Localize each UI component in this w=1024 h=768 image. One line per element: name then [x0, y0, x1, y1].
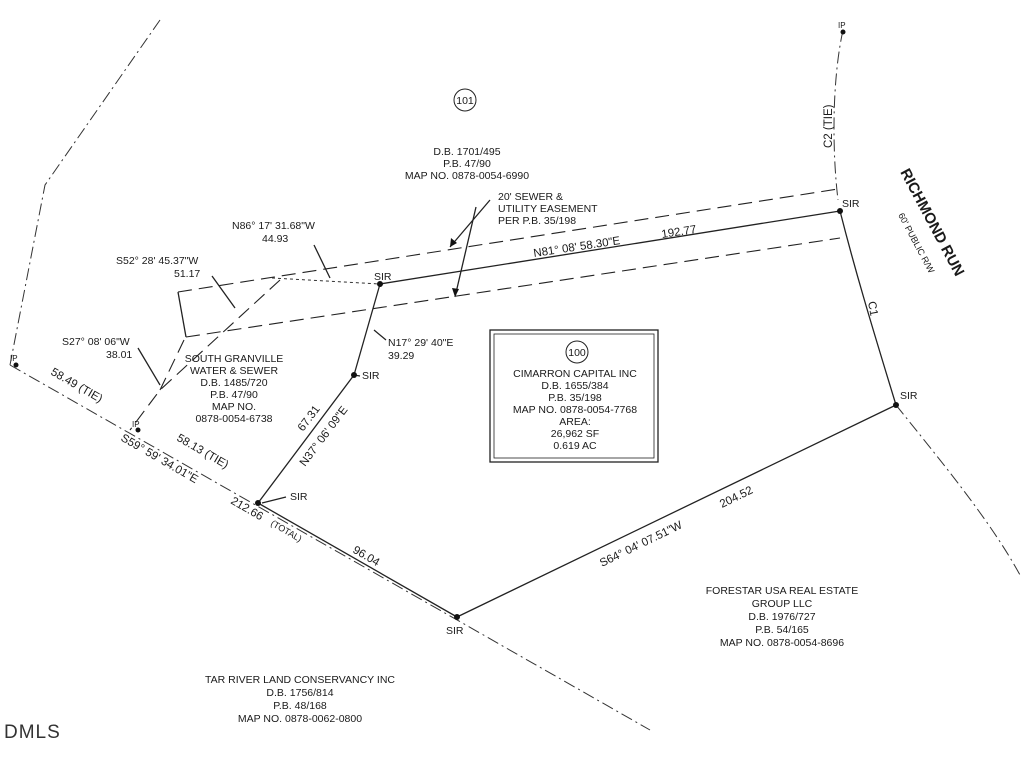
parcel-100-map: MAP NO. 0878-0054-7768 — [513, 404, 637, 416]
west-lower-adjoiner-line — [9, 364, 651, 731]
south-granville-pb: P.B. 47/90 — [210, 389, 258, 401]
ip-label: IP — [10, 354, 18, 363]
curve-c2-label: C2 (TIE) — [823, 104, 835, 148]
sir-marker — [893, 402, 899, 408]
leader-n86 — [313, 244, 331, 279]
west-upper-distance: 39.29 — [388, 350, 414, 362]
forestar-db: D.B. 1976/727 — [748, 611, 815, 623]
sir-label: SIR — [842, 198, 860, 210]
forestar-map: MAP NO. 0878-0054-8696 — [720, 637, 844, 649]
sir-label: SIR — [362, 370, 380, 382]
south-granville-db: D.B. 1485/720 — [200, 377, 267, 389]
sir-marker — [837, 208, 843, 214]
s52-line — [129, 279, 281, 431]
arrow-head-1 — [450, 238, 457, 247]
s52-bearing: S52° 28' 45.37"W — [116, 255, 198, 267]
parcel-100-circle — [565, 340, 589, 364]
west-upper-bearing: N17° 29' 40"E — [388, 337, 453, 349]
south-granville-map1: MAP NO. — [212, 401, 256, 413]
curve-c1-label: C1 — [865, 300, 879, 317]
easement-line1: 20' SEWER & — [498, 191, 563, 203]
parcel-101-map: MAP NO. 0878-0054-6990 — [405, 170, 529, 182]
s27-line — [159, 339, 185, 391]
south-granville-map2: 0878-0054-6738 — [195, 413, 272, 425]
south-total-distance: 212.66 — [229, 495, 265, 523]
leader-s52 — [211, 275, 236, 309]
sir-label: SIR — [290, 491, 308, 503]
sir-marker — [377, 281, 383, 287]
parcel-100-owner: CIMARRON CAPITAL INC — [513, 368, 637, 380]
parcel-101-circle — [453, 88, 477, 112]
parcel-100-area-ac: 0.619 AC — [553, 440, 597, 452]
tar-river-map: MAP NO. 0878-0062-0800 — [238, 713, 362, 725]
ip-label: IP — [132, 420, 140, 429]
ip-marker — [840, 29, 846, 35]
c2-tie-line — [833, 29, 844, 201]
forestar-pb: P.B. 54/165 — [755, 624, 809, 636]
leader-s27 — [137, 347, 161, 386]
west-adjoiner-line — [9, 19, 161, 366]
ip-label: IP — [838, 21, 846, 30]
west-lower-distance: 67.31 — [296, 404, 323, 434]
parcel-101-number: 101 — [456, 95, 474, 107]
easement-west-end — [177, 291, 187, 338]
arrow-head-2 — [452, 288, 459, 297]
east-curve-c1 — [839, 210, 897, 406]
parcel-100-box-inner — [493, 333, 655, 459]
south-granville-line2: WATER & SEWER — [190, 365, 279, 377]
n86-bearing: N86° 17' 31.68"W — [232, 220, 315, 232]
parcel-100-area-label: AREA: — [559, 416, 591, 428]
tar-river-db: D.B. 1756/814 — [266, 687, 333, 699]
south-boundary — [257, 502, 458, 618]
ip-marker — [135, 427, 141, 433]
forestar-line2: GROUP LLC — [752, 598, 813, 610]
sir-label: SIR — [374, 271, 392, 283]
easement-line2: UTILITY EASEMENT — [498, 203, 598, 215]
s27-distance: 38.01 — [106, 349, 132, 361]
easement-upper-line — [177, 188, 839, 293]
sir-marker — [351, 372, 357, 378]
s27-bearing: S27° 08' 06"W — [62, 336, 130, 348]
west-lower-boundary — [257, 374, 355, 504]
dmls-watermark: DMLS — [4, 722, 61, 743]
east-bearing: S64° 04' 07.51"W — [598, 519, 684, 569]
easement-leader-2 — [454, 206, 477, 298]
parcel-101-pb: P.B. 47/90 — [443, 158, 491, 170]
forestar-line1: FORESTAR USA REAL ESTATE — [706, 585, 858, 597]
tar-river-pb: P.B. 48/168 — [273, 700, 327, 712]
parcel-101-db: D.B. 1701/495 — [433, 146, 500, 158]
parcel-100-pb: P.B. 35/198 — [548, 392, 602, 404]
north-boundary — [379, 210, 841, 285]
easement-line3: PER P.B. 35/198 — [498, 215, 576, 227]
easement-lower-line — [185, 237, 841, 338]
north-distance: 192.77 — [661, 224, 698, 241]
east-adjoiner-line — [895, 404, 1021, 576]
sir-label: SIR — [900, 390, 918, 402]
west-upper-boundary — [353, 283, 381, 376]
ip-marker — [13, 362, 19, 368]
southeast-boundary — [456, 404, 897, 618]
tie-58-49: 58.49 (TIE) — [49, 366, 105, 405]
sir-label: SIR — [446, 625, 464, 637]
easement-leader-1 — [449, 199, 491, 248]
south-total-note: (TOTAL) — [269, 518, 304, 544]
sir-marker — [454, 614, 460, 620]
n86-line — [271, 277, 381, 285]
parcel-100-number: 100 — [568, 347, 586, 359]
leader-sir-sw — [261, 496, 287, 504]
parcel-100-db: D.B. 1655/384 — [541, 380, 608, 392]
south-granville-line1: SOUTH GRANVILLE — [185, 353, 284, 365]
leader-n17 — [373, 329, 387, 341]
sir-marker — [255, 500, 261, 506]
parcel-100-box-outer — [489, 329, 659, 463]
north-bearing: N81° 08' 58.30"E — [533, 235, 622, 260]
s52-distance: 51.17 — [174, 268, 200, 280]
tar-river-line1: TAR RIVER LAND CONSERVANCY INC — [205, 674, 395, 686]
parcel-100-area-sf: 26,962 SF — [551, 428, 599, 440]
n86-distance: 44.93 — [262, 233, 288, 245]
